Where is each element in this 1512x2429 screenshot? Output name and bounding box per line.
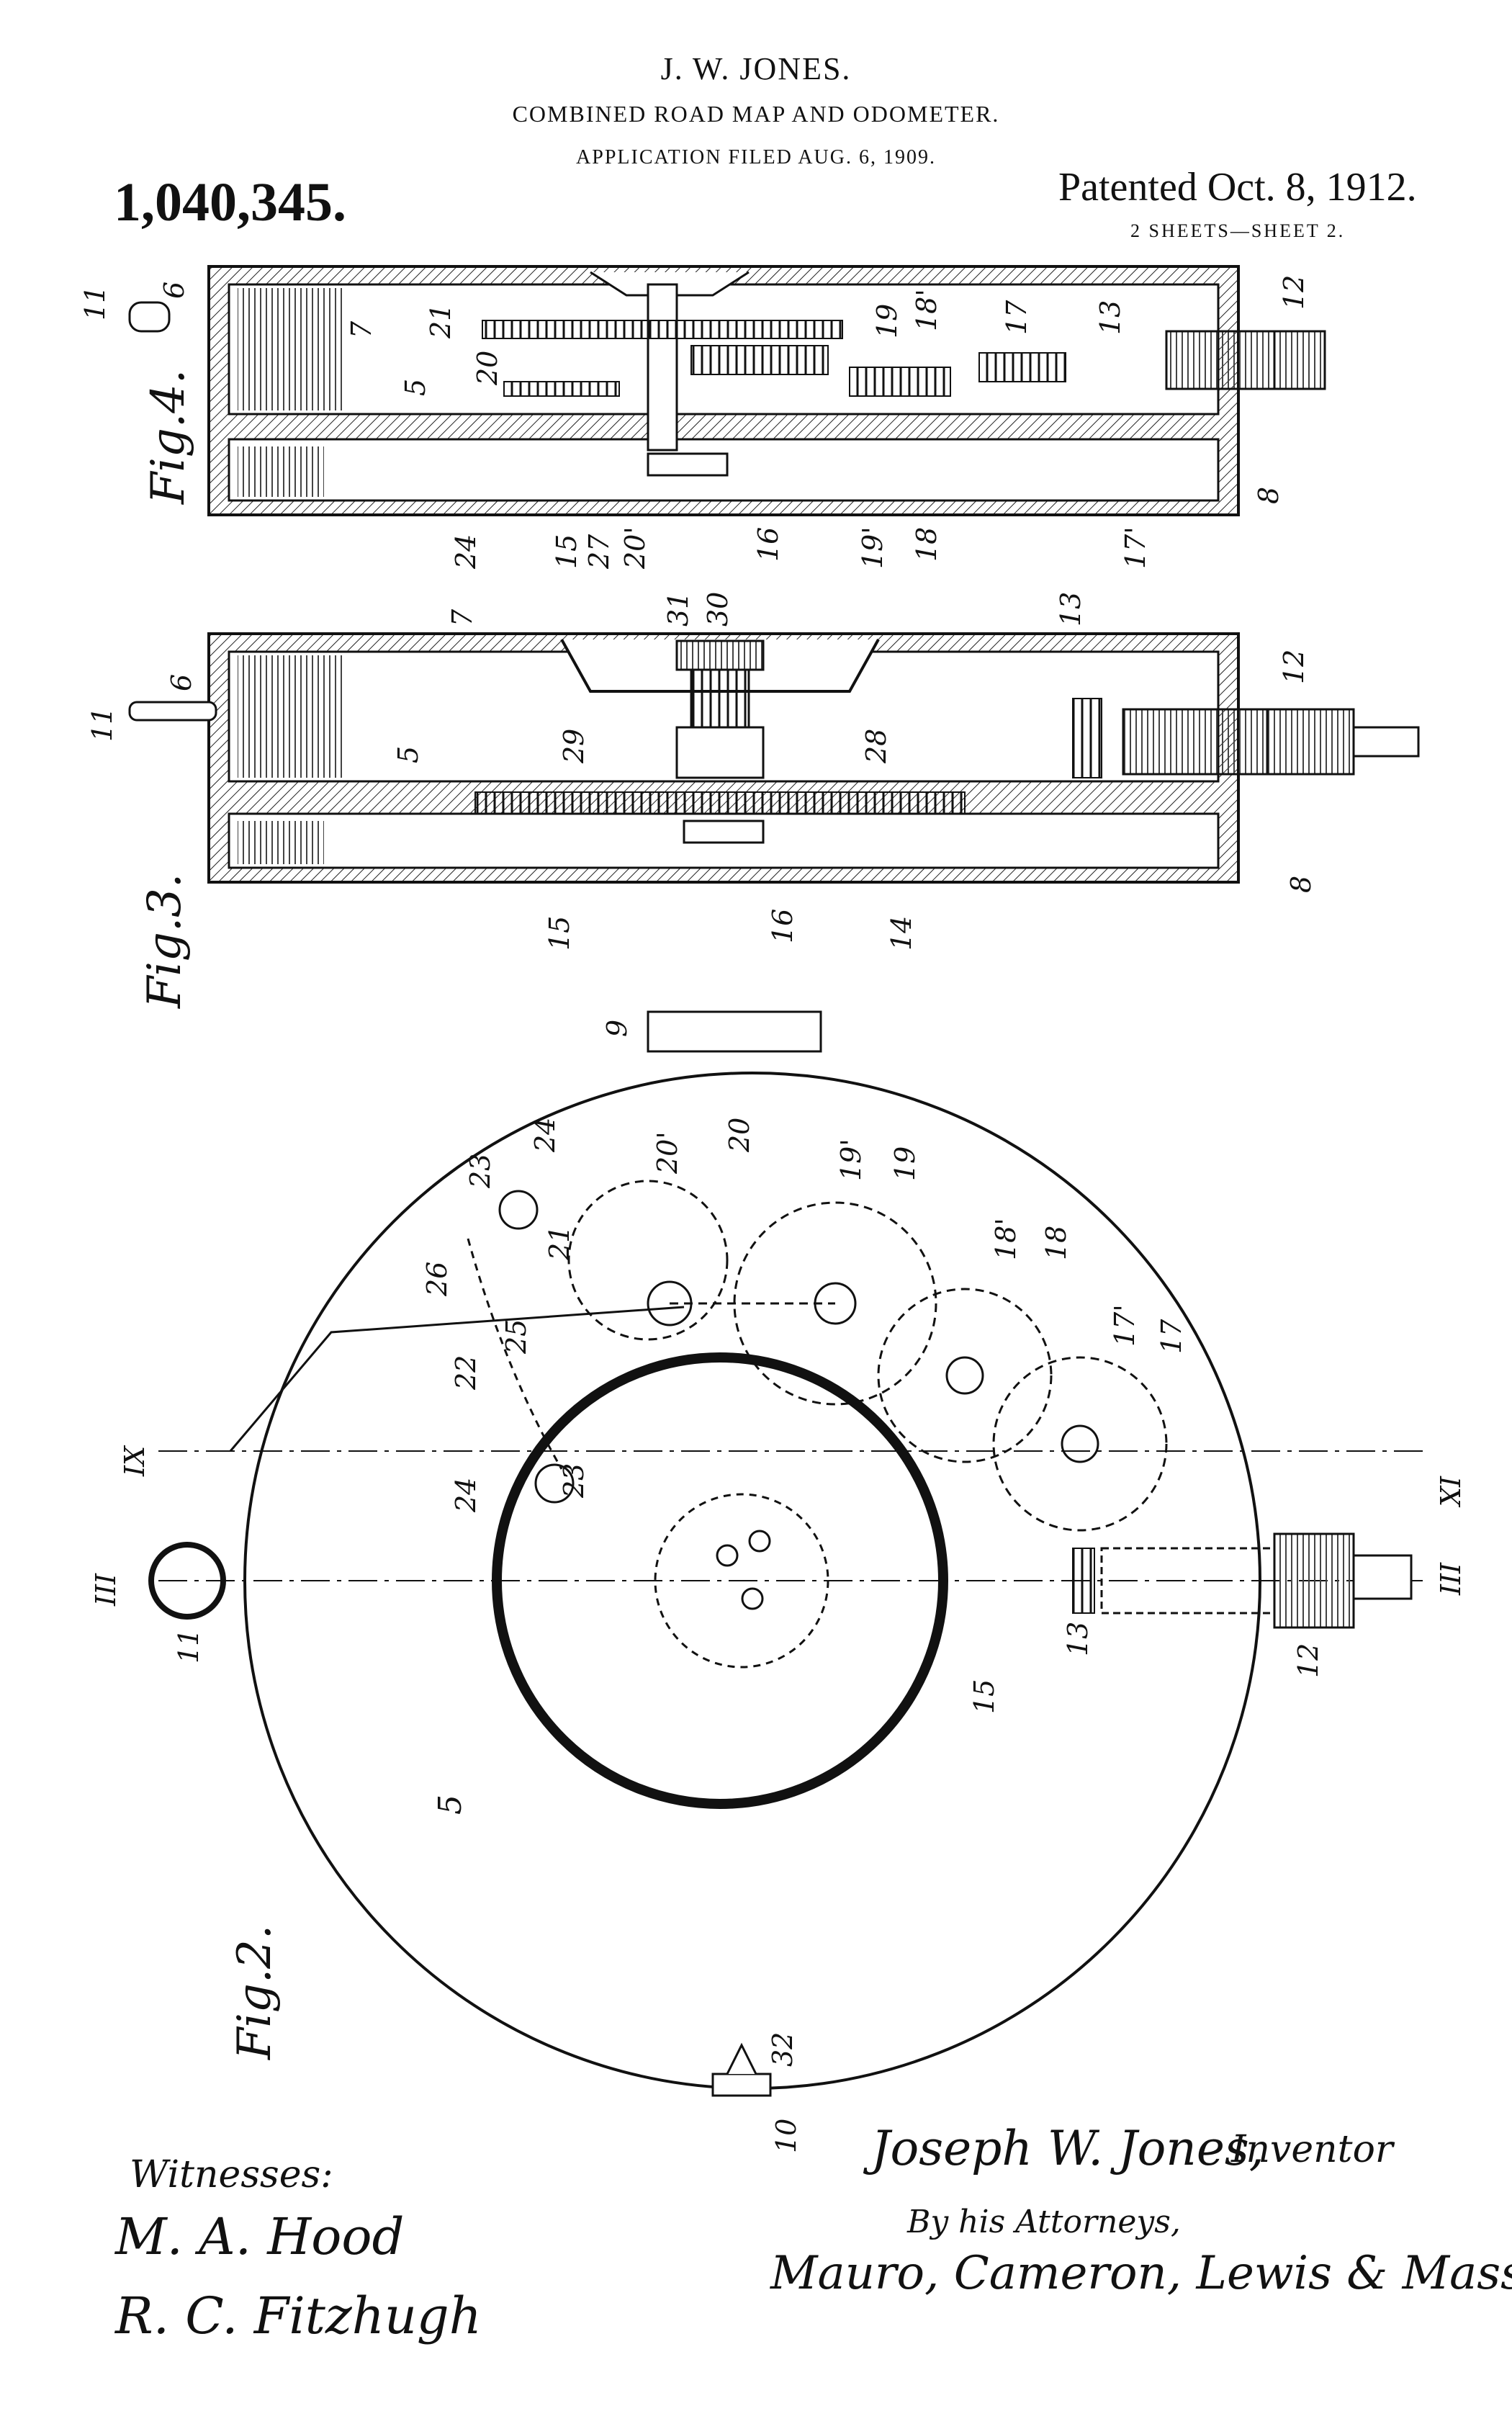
fig3-label: 8: [1285, 876, 1317, 893]
fig3-label: 30: [702, 592, 734, 627]
witnesses-label: Witnesses:: [130, 2153, 333, 2196]
fig2-label: 17': [1109, 1304, 1140, 1347]
patent-number: 1,040,345.: [114, 172, 346, 233]
fig3-label: 28: [860, 729, 892, 764]
fig4-label: 24: [450, 534, 482, 570]
fig2-label: 19: [889, 1146, 921, 1181]
witness-signature-1: M. A. Hood: [115, 2207, 405, 2266]
fig2-label: IX: [1434, 1476, 1465, 1508]
fig4-label: 19': [857, 526, 888, 569]
inventor-name: J. W. JONES.: [660, 51, 852, 86]
patent-title: COMBINED ROAD MAP AND ODOMETER.: [512, 101, 1000, 127]
fig4-label: 8: [1253, 487, 1284, 504]
inventor-label: Inventor: [1231, 2128, 1393, 2171]
fig3-label: 13: [1055, 592, 1086, 627]
fig2-label: 32: [767, 2032, 798, 2067]
fig3-label: 7: [446, 609, 478, 627]
fig2-label: 21: [544, 1226, 575, 1261]
fig2-label: 13: [1062, 1622, 1094, 1656]
fig2-label: 20': [652, 1131, 683, 1175]
fig2-label: 17: [1156, 1319, 1187, 1354]
attorneys-label: By his Attorneys,: [907, 2204, 1181, 2240]
fig4-label: 6: [158, 282, 190, 299]
fig3-label: 31: [662, 592, 694, 627]
fig3-label: 29: [558, 729, 590, 764]
fig4-label: 18': [911, 289, 942, 331]
fig3-label: 6: [166, 674, 197, 691]
fig2-label: IX: [119, 1445, 150, 1477]
figure-3-reference-numerals: 7 31 30 13 12 11 6 29 28 5 15 16 14 8 Fi…: [86, 592, 1317, 1009]
fig3-label: 14: [886, 916, 917, 951]
fig4-label: 16: [752, 527, 784, 562]
fig2-label: 5: [432, 1795, 469, 1815]
fig2-label: 18: [1040, 1226, 1072, 1260]
patented-date: Patented Oct. 8, 1912.: [1058, 165, 1417, 210]
fig4-label: 20': [619, 526, 651, 570]
fig2-label: 24: [529, 1118, 561, 1153]
inventor-signature: Joseph W. Jones,: [871, 2121, 1264, 2176]
fig2-label: 22: [450, 1355, 482, 1391]
fig2-label: 23: [464, 1154, 496, 1189]
figure-2-plan-view: [148, 1010, 1426, 2097]
fig2-label: 23: [558, 1463, 590, 1499]
fig3-label: 16: [767, 909, 798, 943]
fig2-label: 15: [968, 1679, 1000, 1714]
figure-4-section: [128, 265, 1326, 516]
sheet-count: 2 SHEETS—SHEET 2.: [1130, 220, 1346, 241]
fig4-label: 17': [1120, 526, 1151, 569]
fig4-label: 17: [1001, 300, 1032, 335]
fig2-label: 12: [1292, 1643, 1324, 1678]
figure-3-section: [128, 632, 1420, 884]
fig4-label: 13: [1094, 300, 1126, 335]
fig2-label: 19': [835, 1139, 867, 1181]
fig2-label: 11: [173, 1629, 204, 1664]
figure-2-reference-numerals: 9 24 23 20' 20 19' 19 18' 18 17' 17 26 2…: [90, 1020, 1465, 2153]
fig4-label: 5: [400, 379, 431, 396]
fig2-label: 10: [770, 2119, 802, 2153]
fig4-label: 12: [1278, 275, 1310, 310]
fig4-label: 21: [425, 304, 456, 339]
fig4-title: Fig.4.: [142, 369, 195, 505]
attorneys-signature: Mauro, Cameron, Lewis & Massie: [770, 2247, 1512, 2300]
application-filed: APPLICATION FILED AUG. 6, 1909.: [576, 146, 936, 169]
fig2-label: 26: [421, 1262, 453, 1297]
witness-signature-2: R. C. Fitzhugh: [115, 2286, 482, 2345]
fig2-label: 18': [990, 1218, 1022, 1260]
fig2-title: Fig.2.: [228, 1925, 282, 2060]
fig4-label: 27: [583, 534, 615, 570]
fig2-label: III: [90, 1573, 122, 1607]
fig2-label: 25: [500, 1319, 532, 1355]
fig3-title: Fig.3.: [138, 874, 192, 1009]
fig3-label: 12: [1278, 650, 1310, 684]
fig2-label: 20: [724, 1118, 755, 1153]
fig2-label: 9: [601, 1020, 633, 1037]
fig2-label: III: [1434, 1562, 1465, 1596]
fig4-label: 20: [472, 351, 503, 386]
fig4-label: 11: [79, 286, 111, 320]
fig3-label: 15: [544, 916, 575, 951]
fig4-label: 15: [551, 534, 582, 569]
figure-4-reference-numerals: 11 6 7 21 20 5 24 15 27 20' 16 19' 18 17…: [79, 275, 1310, 570]
fig3-label: 5: [392, 746, 424, 763]
fig2-label: 24: [450, 1478, 482, 1513]
fig4-label: 19: [871, 304, 903, 338]
fig3-label: 11: [86, 707, 118, 742]
fig4-label: 7: [346, 320, 377, 338]
fig4-label: 18: [911, 527, 942, 562]
